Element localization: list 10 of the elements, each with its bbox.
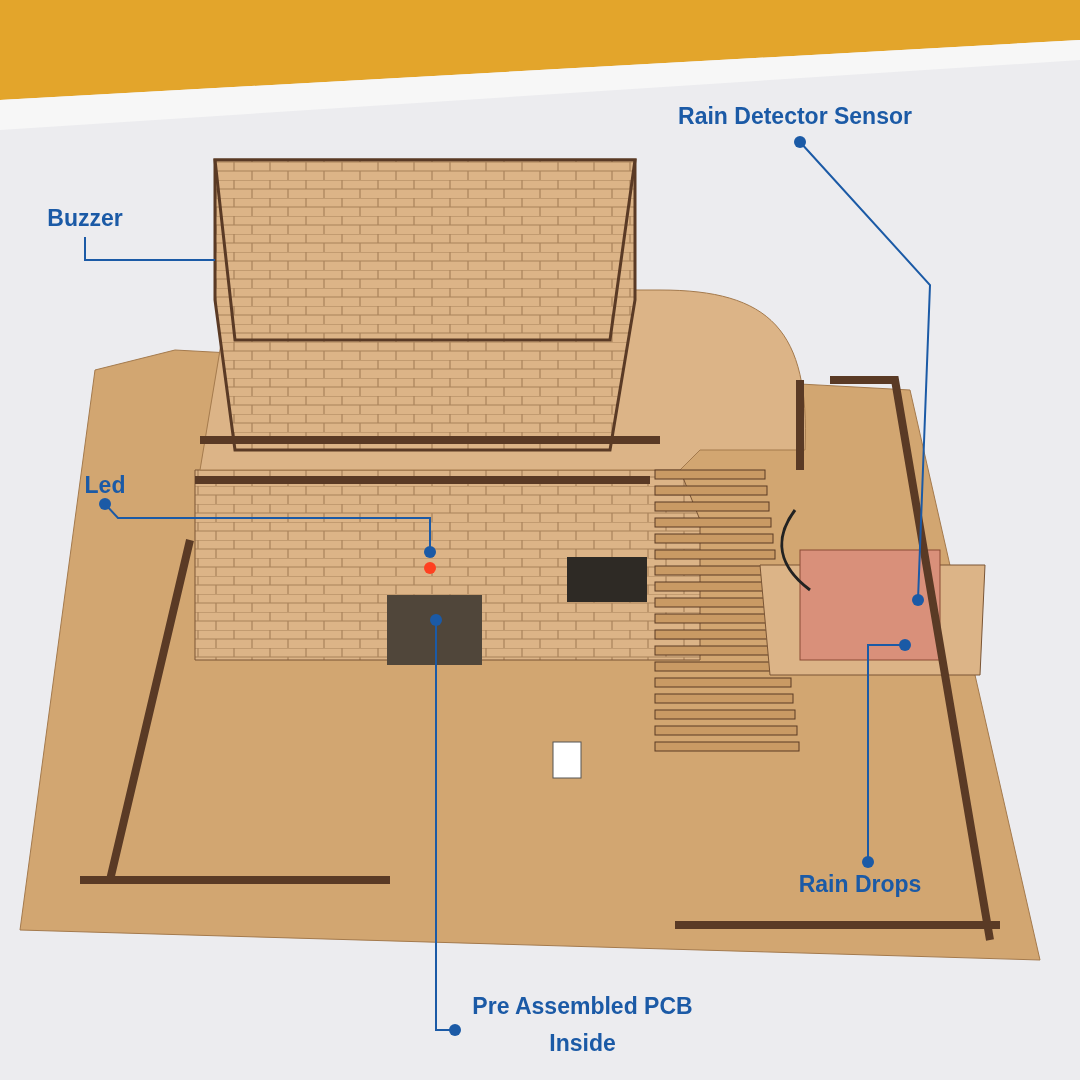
leader-line (862, 639, 911, 868)
leader-line (430, 614, 461, 1036)
leader-line (99, 498, 436, 558)
callout-label: Pre Assembled PCB Inside (455, 988, 710, 1062)
callout-label: Buzzer (30, 200, 140, 237)
callout-label: Rain Drops (775, 866, 945, 903)
callout-label: Rain Detector Sensor (640, 98, 950, 135)
leader-line (794, 136, 931, 606)
callout-label: Led (65, 467, 145, 504)
leader-line (84, 236, 216, 261)
